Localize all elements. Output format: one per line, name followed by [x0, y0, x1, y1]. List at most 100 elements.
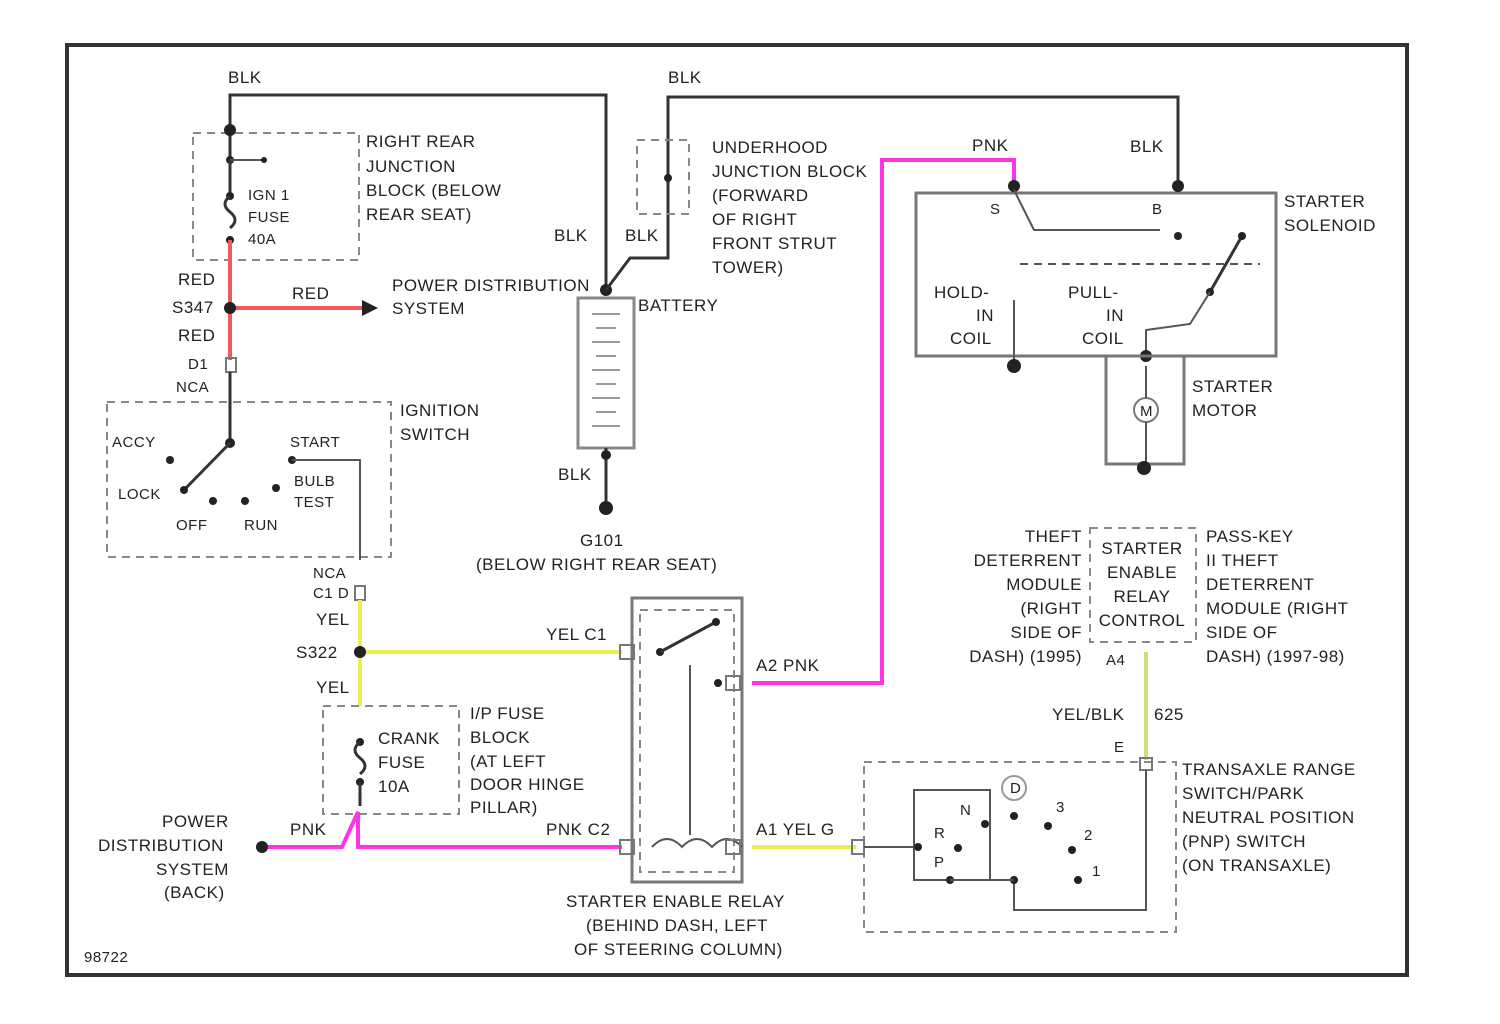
svg-text:S347: S347 [172, 298, 214, 317]
svg-text:A1 YEL G: A1 YEL G [756, 820, 835, 839]
svg-text:IN: IN [976, 306, 994, 325]
svg-text:SYSTEM: SYSTEM [392, 299, 465, 318]
svg-text:(FORWARD: (FORWARD [712, 186, 809, 205]
svg-text:A4: A4 [1106, 652, 1125, 669]
svg-text:SOLENOID: SOLENOID [1284, 216, 1376, 235]
svg-text:RED: RED [292, 284, 329, 303]
svg-text:THEFT: THEFT [1025, 527, 1082, 546]
svg-text:BLK: BLK [625, 226, 659, 245]
starter-motor: M STARTER MOTOR [1106, 356, 1273, 475]
svg-text:DASH) (1997-98): DASH) (1997-98) [1206, 647, 1345, 666]
svg-text:IGNITION: IGNITION [400, 401, 480, 420]
svg-text:RED: RED [178, 326, 215, 345]
svg-text:G101: G101 [580, 531, 624, 550]
starter-solenoid: S B HOLD- IN COIL PULL- IN COIL STARTER … [916, 180, 1376, 373]
svg-text:FUSE: FUSE [248, 209, 290, 226]
svg-text:POWER: POWER [162, 812, 229, 831]
svg-text:(RIGHT: (RIGHT [1020, 599, 1082, 618]
svg-text:YEL: YEL [316, 610, 350, 629]
svg-text:JUNCTION BLOCK: JUNCTION BLOCK [712, 162, 867, 181]
svg-text:(BACK): (BACK) [164, 883, 225, 902]
svg-text:COIL: COIL [1082, 329, 1124, 348]
svg-text:REAR SEAT): REAR SEAT) [366, 205, 472, 224]
svg-text:CONTROL: CONTROL [1099, 611, 1186, 630]
svg-text:NCA: NCA [176, 379, 209, 396]
svg-text:40A: 40A [248, 231, 276, 248]
svg-text:CRANK: CRANK [378, 729, 440, 748]
svg-text:MODULE: MODULE [1006, 575, 1082, 594]
svg-text:BLK: BLK [554, 226, 588, 245]
svg-text:STARTER: STARTER [1192, 377, 1273, 396]
svg-text:OFF: OFF [176, 517, 208, 534]
svg-text:A2 PNK: A2 PNK [756, 656, 820, 675]
svg-text:HOLD-: HOLD- [934, 283, 989, 302]
svg-text:MOTOR: MOTOR [1192, 401, 1257, 420]
ignition-switch: IGNITION SWITCH ACCY START LOCK BULB TES… [107, 401, 480, 560]
svg-text:E: E [1114, 739, 1125, 756]
svg-text:NCA: NCA [313, 565, 346, 582]
ip-fuse-block: CRANK FUSE 10A I/P FUSE BLOCK (AT LEFT D… [323, 704, 585, 817]
svg-text:RELAY: RELAY [1114, 587, 1171, 606]
blk-wire-left: BLK [224, 68, 606, 290]
svg-text:B: B [1152, 201, 1163, 218]
svg-text:MODULE (RIGHT: MODULE (RIGHT [1206, 599, 1349, 618]
svg-text:TEST: TEST [294, 494, 334, 511]
pnp-switch: P R N D 3 2 1 TRANSAXLE RANGE SWITCH/PAR… [852, 758, 1356, 932]
svg-text:PNK: PNK [972, 136, 1009, 155]
svg-text:START: START [290, 434, 340, 451]
svg-text:SWITCH/PARK: SWITCH/PARK [1182, 784, 1304, 803]
svg-text:P: P [934, 854, 945, 871]
svg-text:SWITCH: SWITCH [400, 425, 470, 444]
svg-text:TRANSAXLE RANGE: TRANSAXLE RANGE [1182, 760, 1356, 779]
svg-text:R: R [934, 825, 945, 842]
svg-text:ACCY: ACCY [112, 434, 156, 451]
svg-text:DETERRENT: DETERRENT [1206, 575, 1314, 594]
svg-text:3: 3 [1056, 799, 1065, 816]
svg-text:NEUTRAL POSITION: NEUTRAL POSITION [1182, 808, 1355, 827]
svg-text:LOCK: LOCK [118, 486, 161, 503]
svg-text:OF STEERING COLUMN): OF STEERING COLUMN) [574, 940, 783, 959]
figure-id: 98722 [84, 949, 128, 966]
svg-text:PULL-: PULL- [1068, 283, 1119, 302]
svg-text:POWER DISTRIBUTION: POWER DISTRIBUTION [392, 276, 590, 295]
svg-text:(BELOW RIGHT REAR SEAT): (BELOW RIGHT REAR SEAT) [476, 555, 717, 574]
svg-text:DOOR HINGE: DOOR HINGE [470, 775, 585, 794]
svg-text:STARTER: STARTER [1284, 192, 1365, 211]
svg-text:BLOCK (BELOW: BLOCK (BELOW [366, 181, 501, 200]
svg-text:DASH) (1995): DASH) (1995) [969, 647, 1082, 666]
svg-text:PNK C2: PNK C2 [546, 820, 610, 839]
svg-text:STARTER ENABLE RELAY: STARTER ENABLE RELAY [566, 892, 785, 911]
svg-text:SYSTEM: SYSTEM [156, 860, 229, 879]
svg-text:IN: IN [1106, 306, 1124, 325]
svg-text:PASS-KEY: PASS-KEY [1206, 527, 1294, 546]
svg-text:JUNCTION: JUNCTION [366, 157, 456, 176]
svg-text:RIGHT REAR: RIGHT REAR [366, 132, 476, 151]
ign-fuse-symbol [225, 196, 235, 228]
svg-text:(ON TRANSAXLE): (ON TRANSAXLE) [1182, 856, 1331, 875]
svg-text:RED: RED [178, 270, 215, 289]
svg-text:UNDERHOOD: UNDERHOOD [712, 138, 828, 157]
svg-text:10A: 10A [378, 777, 410, 796]
svg-text:DETERRENT: DETERRENT [974, 551, 1082, 570]
svg-text:YEL/BLK: YEL/BLK [1052, 705, 1125, 724]
svg-text:FRONT STRUT: FRONT STRUT [712, 234, 837, 253]
svg-text:YEL: YEL [316, 678, 350, 697]
svg-text:S: S [990, 201, 1001, 218]
svg-text:SIDE OF: SIDE OF [1010, 623, 1082, 642]
svg-text:FUSE: FUSE [378, 753, 425, 772]
svg-text:625: 625 [1154, 705, 1184, 724]
svg-text:PILLAR): PILLAR) [470, 798, 538, 817]
crank-fuse-symbol [355, 742, 365, 774]
svg-text:I/P FUSE: I/P FUSE [470, 704, 545, 723]
svg-text:C1 D: C1 D [313, 585, 349, 602]
svg-text:D: D [1010, 780, 1021, 797]
svg-text:YEL C1: YEL C1 [546, 625, 607, 644]
svg-text:BATTERY: BATTERY [638, 296, 718, 315]
svg-text:BLK: BLK [1130, 137, 1164, 156]
blk-wire-battery-starter: BLK UNDERHOOD JUNCTION BLOCK (FORWARD OF… [606, 68, 1178, 290]
svg-text:BLOCK: BLOCK [470, 728, 530, 747]
svg-text:BULB: BULB [294, 473, 335, 490]
svg-text:BLK: BLK [558, 465, 592, 484]
svg-text:N: N [960, 802, 971, 819]
